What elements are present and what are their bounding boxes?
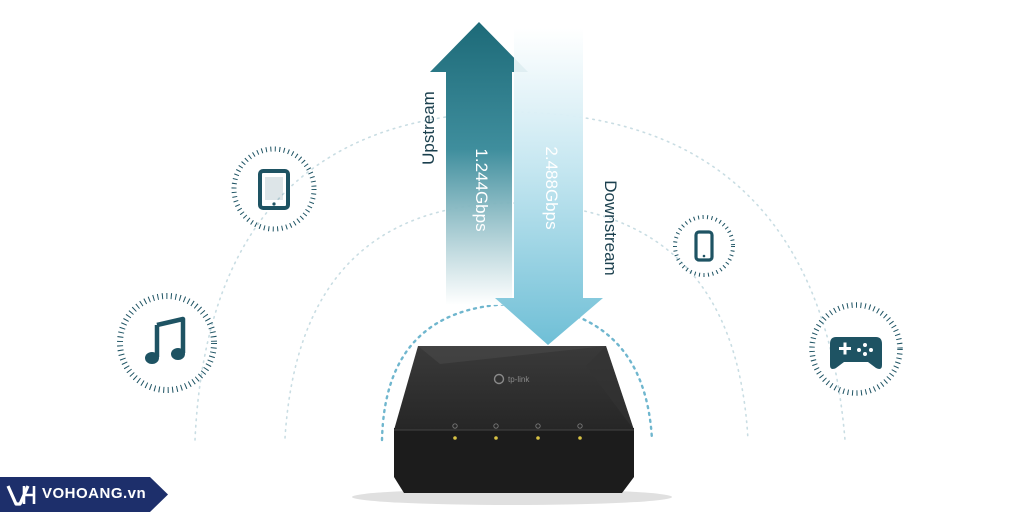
upstream-label: Upstream: [419, 91, 438, 165]
outer-arc: [194, 111, 846, 441]
downstream-label: Downstream: [601, 180, 620, 276]
downstream-arrow: [495, 28, 603, 345]
brand-logo-text: tp-link: [508, 375, 530, 384]
signal-arcs: [194, 111, 846, 441]
site-watermark: VOHOANG.vn: [0, 477, 168, 512]
middle-arc: [284, 202, 749, 441]
upstream-arrow: [430, 22, 528, 305]
status-leds: [452, 423, 583, 440]
upstream-speed: 1.244Gbps: [472, 148, 491, 232]
watermark-text: VOHOANG.vn: [42, 485, 147, 502]
music-icon: [117, 293, 217, 393]
phone-icon: [673, 215, 735, 277]
gamepad-icon: [809, 302, 903, 396]
brand-logo-icon: [493, 373, 505, 385]
tablet-icon: [231, 146, 317, 232]
downstream-speed: 2.488Gbps: [542, 146, 561, 230]
gpon-terminal-device: [352, 346, 672, 505]
watermark-logo-icon: [6, 485, 36, 506]
